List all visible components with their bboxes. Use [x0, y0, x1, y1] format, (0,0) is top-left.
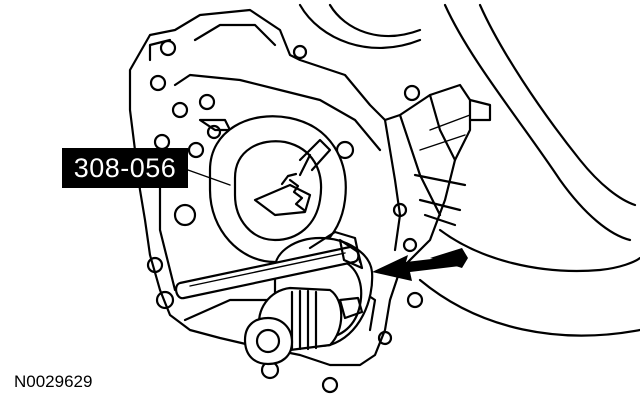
figure-id: N0029629 — [14, 372, 93, 391]
gear-teeth — [280, 172, 306, 212]
background-housing — [298, 3, 640, 337]
central-bore — [208, 115, 347, 264]
splined-shaft — [243, 286, 343, 366]
tool-callout-label: 308-056 — [73, 152, 177, 183]
tool-callout: 308-056 — [62, 148, 188, 188]
callout-leader — [187, 169, 231, 186]
bolt-holes — [146, 39, 424, 394]
direction-arrow — [372, 248, 468, 281]
special-tool — [174, 238, 364, 300]
